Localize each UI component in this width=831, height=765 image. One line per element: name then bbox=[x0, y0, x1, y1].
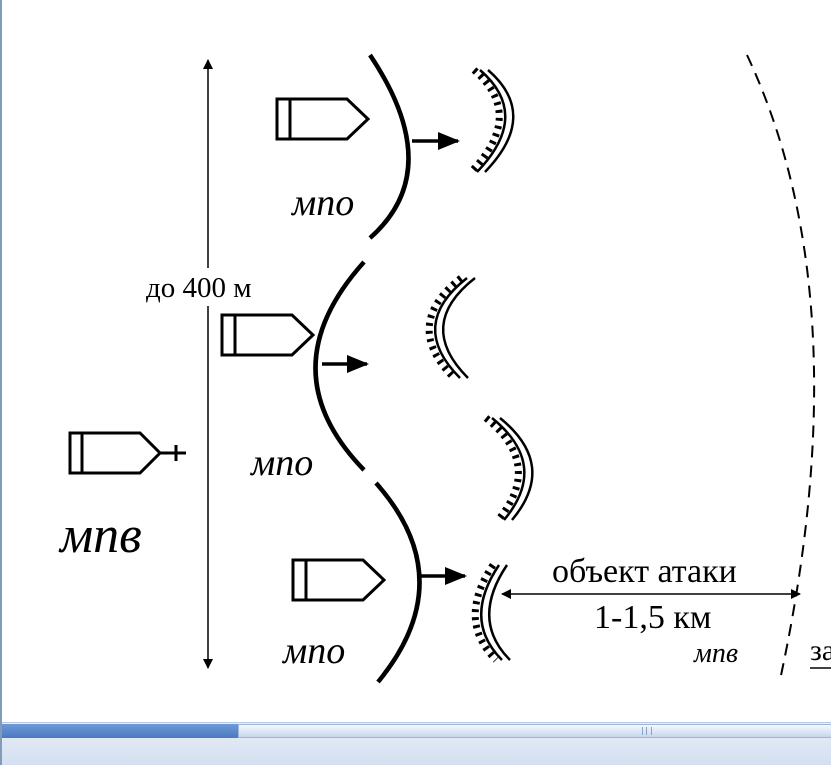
attack-formation-diagram: до 400 м мпв мпо мпо bbox=[58, 53, 831, 684]
squad-2-vehicle-symbol bbox=[220, 313, 316, 357]
enemy-trench-3 bbox=[483, 415, 534, 523]
reserve-label: мпв bbox=[58, 507, 142, 564]
enemy-trench-1 bbox=[468, 67, 515, 175]
scrollbar-thumb[interactable] bbox=[238, 724, 831, 738]
squad-1-vehicle-symbol bbox=[275, 97, 371, 141]
platoon-boundary-dashed-line bbox=[746, 54, 816, 681]
cutoff-text: за bbox=[810, 634, 831, 667]
squad-1-label: мпо bbox=[290, 182, 354, 224]
scrollbar-grip-icon bbox=[642, 727, 652, 735]
squad-2-label: мпо bbox=[249, 442, 313, 484]
distance-label: 1-1,5 км bbox=[594, 599, 711, 636]
reserve-vehicle-symbol bbox=[68, 431, 186, 475]
enemy-trench-2 bbox=[425, 275, 476, 381]
squad-1-line bbox=[368, 53, 411, 240]
squad-3-label: мпо bbox=[281, 630, 345, 672]
enemy-platoon-label: мпв bbox=[693, 638, 738, 669]
squad-3-vehicle-symbol bbox=[291, 558, 387, 602]
horizontal-scrollbar[interactable] bbox=[2, 722, 831, 765]
scrollbar-track[interactable] bbox=[2, 724, 238, 738]
squad-3-line bbox=[374, 481, 422, 684]
attack-object-label: объект атаки bbox=[552, 553, 737, 590]
squad-2-line bbox=[313, 260, 366, 472]
enemy-trench-4 bbox=[471, 563, 511, 663]
frontage-label: до 400 м bbox=[146, 272, 252, 304]
